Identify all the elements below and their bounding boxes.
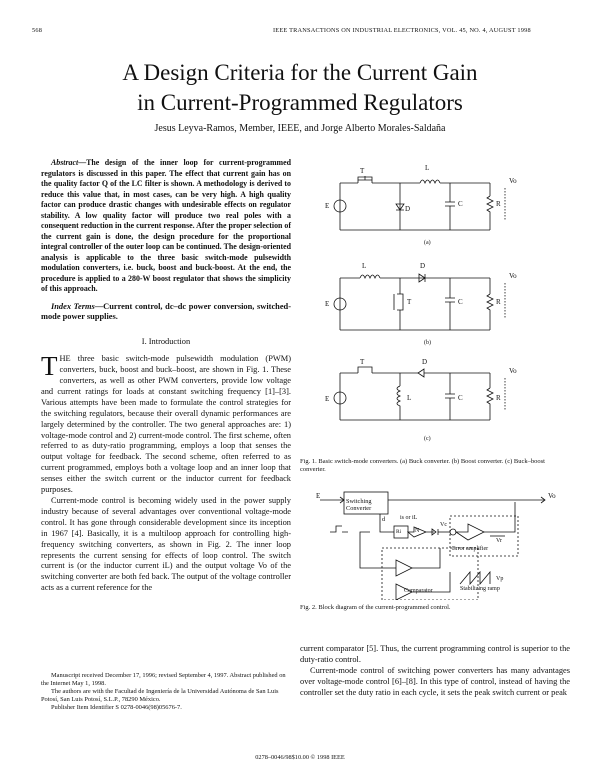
fig2-error-amplifier: Error amplifier	[452, 546, 489, 552]
label-R-b: R	[496, 298, 501, 306]
buck-boost-converter	[333, 366, 506, 421]
section-heading: I. Introduction	[141, 337, 191, 347]
figure-1-diagram: L T D C R E Vo (a) L D T C R E Vo (b)	[325, 164, 517, 442]
fig2-comparator: Comparator	[404, 588, 433, 594]
fig2-label-Vc: Vc	[440, 522, 447, 528]
label-T-a: T	[360, 167, 365, 175]
fig2-label-Vo: Vo	[548, 492, 556, 500]
intro-paragraph-1-text: HE three basic switch-mode pulsewidth mo…	[41, 354, 291, 495]
page-number: 568	[32, 27, 43, 34]
title-line-1: A Design Criteria for the Current Gain	[122, 60, 478, 85]
switching-converter-block	[343, 491, 389, 515]
footnote-identifier: Publisher Item Identifier S 0278-0046(98…	[51, 704, 182, 711]
right-paragraph-2: Current-mode control of switching power …	[300, 665, 570, 697]
abstract-lead: Abstract	[51, 158, 79, 167]
label-L-a: L	[425, 164, 429, 172]
index-terms-text: —Current control, dc–dc power conversion…	[41, 301, 291, 322]
fig2-label-Vp: Vp	[496, 576, 504, 582]
right-column: current comparator [5]. Thus, the curren…	[300, 644, 570, 699]
footnote-affiliation: The authors are with the Facultad de Ing…	[41, 688, 279, 703]
label-C-b: C	[458, 298, 463, 306]
panel-b-label: (b)	[424, 339, 431, 346]
label-E-b: E	[325, 300, 329, 308]
label-L-c: L	[407, 394, 411, 402]
label-T-b: T	[407, 298, 412, 306]
fig2-label-is-iL: is or iL	[400, 515, 418, 521]
resistor-a	[486, 183, 494, 230]
label-L-b: L	[362, 262, 366, 270]
figure-1-caption: Fig. 1. Basic switch-mode converters. (a…	[300, 458, 545, 474]
figure-2: E Switching Converter d is or iL Ri N Vc…	[300, 488, 570, 612]
buck-converter	[333, 176, 506, 231]
label-Vo-c: Vo	[509, 367, 517, 375]
label-D-a: D	[405, 205, 410, 213]
right-paragraph-1: current comparator [5]. Thus, the curren…	[300, 644, 570, 664]
label-E-c: E	[325, 395, 329, 403]
label-T-c: T	[360, 358, 365, 366]
label-R-c: R	[496, 394, 501, 402]
figure-2-caption: Fig. 2. Block diagram of the current-pro…	[300, 604, 451, 611]
footnote-received: Manuscript received December 17, 1996; r…	[41, 672, 286, 687]
authors: Jesus Leyva-Ramos, Member, IEEE, and Jor…	[154, 123, 446, 134]
fig2-label-E: E	[316, 492, 321, 500]
label-E-a: E	[325, 202, 329, 210]
copyright-footer: 0278–0046/98$10.00 © 1998 IEEE	[255, 754, 345, 761]
index-terms-lead: Index Terms	[51, 301, 95, 311]
figure-2-diagram	[320, 491, 546, 600]
label-D-b: D	[420, 262, 425, 270]
fig2-stabilizing-ramp: Stabilizing ramp	[460, 586, 500, 592]
footnotes: Manuscript received December 17, 1996; r…	[41, 672, 291, 712]
fig2-label-Ri: Ri	[396, 529, 402, 535]
label-Vo-a: Vo	[509, 177, 517, 185]
drop-cap: T	[41, 351, 58, 382]
label-D-c: D	[422, 358, 427, 366]
fig2-switching-converter: Switching Converter	[346, 498, 372, 512]
panel-a-label: (a)	[424, 239, 431, 246]
label-C-c: C	[458, 394, 463, 402]
journal-header: IEEE TRANSACTIONS ON INDUSTRIAL ELECTRON…	[273, 27, 531, 34]
figure-1: L T D C R E Vo (a) L D T C R E Vo (b)	[300, 158, 570, 475]
fig2-label-d: d	[382, 516, 386, 523]
abstract-text: —The design of the inner loop for curren…	[41, 158, 291, 293]
title-line-2: in Current-Programmed Regulators	[137, 90, 463, 115]
boost-converter	[333, 273, 506, 331]
label-R-a: R	[496, 200, 501, 208]
abstract: Abstract—The design of the inner loop fo…	[41, 158, 291, 295]
inductor-a	[419, 179, 441, 185]
label-C-a: C	[458, 200, 463, 208]
page-title: A Design Criteria for the Current Gain i…	[0, 58, 600, 118]
intro-paragraph-2: Current-mode control is becoming widely …	[41, 496, 291, 593]
label-Vo-b: Vo	[509, 272, 517, 280]
fig2-label-N: N	[415, 528, 420, 534]
panel-c-label: (c)	[424, 435, 431, 442]
index-terms: Index Terms—Current control, dc–dc power…	[41, 302, 291, 324]
fig2-label-Vr: Vr	[496, 538, 502, 544]
left-column: Abstract—The design of the inner loop fo…	[41, 158, 291, 594]
